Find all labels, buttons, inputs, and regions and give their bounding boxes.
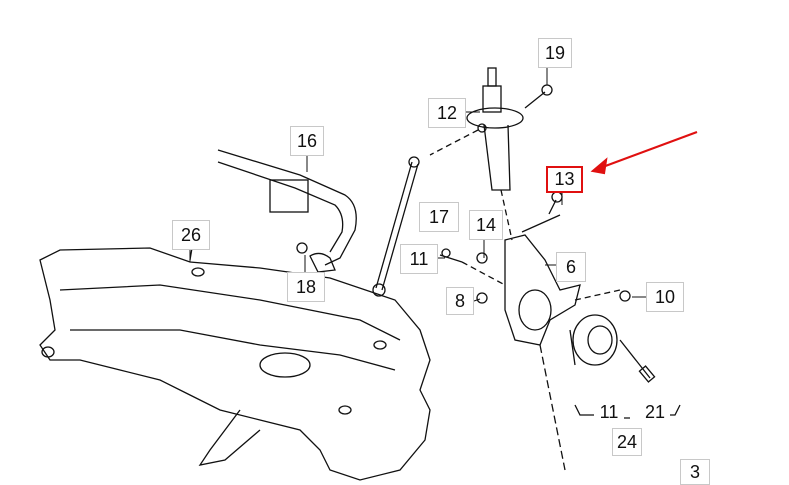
part-label-10[interactable]: 10: [646, 282, 684, 312]
part-label-11-bolt[interactable]: 11: [594, 398, 624, 426]
part-label-12[interactable]: 12: [428, 98, 466, 128]
steering-knuckle: [439, 191, 581, 471]
wheel-hub: [569, 289, 681, 419]
part-label-6[interactable]: 6: [556, 252, 586, 282]
part-label-17[interactable]: 17: [419, 202, 459, 232]
part-label-3[interactable]: 3: [680, 459, 710, 485]
part-label-16[interactable]: 16: [290, 126, 324, 156]
part-label-19[interactable]: 19: [538, 38, 572, 68]
part-label-24[interactable]: 24: [612, 428, 642, 456]
part-label-13-highlighted[interactable]: 13: [546, 166, 583, 193]
subframe: [39, 247, 431, 481]
strut: [429, 67, 553, 241]
part-label-8[interactable]: 8: [446, 287, 474, 315]
part-label-11[interactable]: 11: [400, 244, 438, 274]
part-label-21[interactable]: 21: [640, 398, 670, 426]
stabilizer-bar: [217, 149, 357, 273]
part-label-14[interactable]: 14: [469, 210, 503, 240]
part-label-18[interactable]: 18: [287, 272, 325, 302]
stabilizer-link: [372, 156, 420, 297]
part-label-26[interactable]: 26: [172, 220, 210, 250]
highlight-arrow: [590, 130, 698, 175]
